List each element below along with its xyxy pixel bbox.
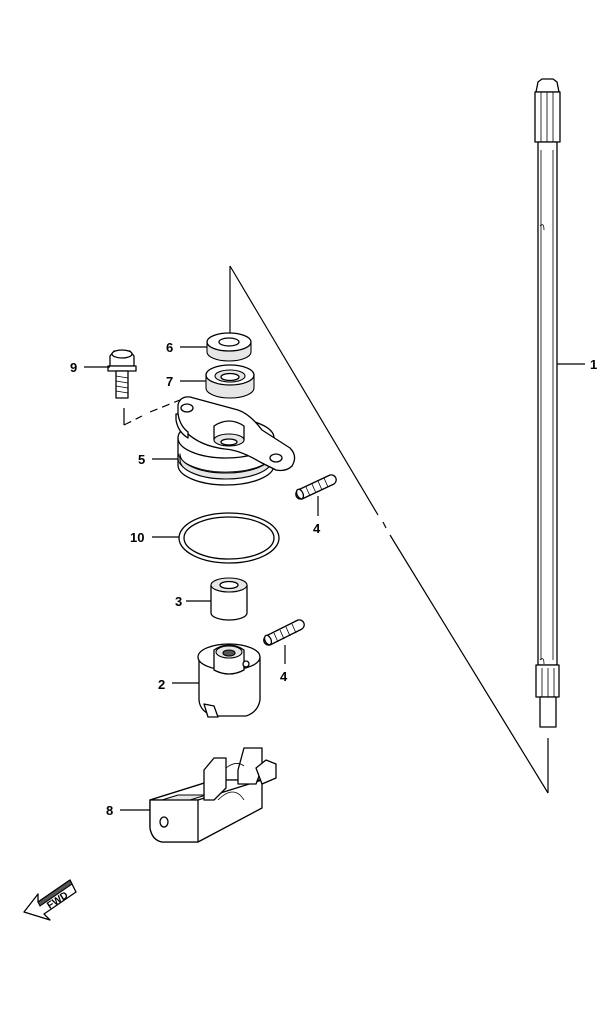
callout-2: 2	[158, 677, 165, 692]
pin-part-4-upper	[295, 474, 337, 516]
washer-part-6	[180, 332, 252, 362]
pin-part-4-lower	[263, 619, 305, 664]
callout-3: 3	[175, 594, 182, 609]
callout-4-lower: 4	[280, 669, 288, 684]
callout-5: 5	[138, 452, 145, 467]
collar-part-3	[186, 577, 248, 621]
callout-9: 9	[70, 360, 77, 375]
assembly-bracket-lines	[229, 265, 549, 794]
fwd-direction-arrow: FWD	[23, 879, 77, 921]
housing-part-5	[152, 396, 296, 486]
o-ring-part-10	[152, 512, 280, 564]
callout-7: 7	[166, 374, 173, 389]
shift-cam-part-2	[172, 643, 261, 718]
shift-shaft-part-1	[534, 78, 585, 728]
shift-slider-part-8	[120, 747, 277, 843]
callout-10: 10	[130, 530, 144, 545]
callout-8: 8	[106, 803, 113, 818]
callout-4-upper: 4	[313, 521, 321, 536]
callout-6: 6	[166, 340, 173, 355]
oil-seal-part-7	[180, 364, 255, 399]
bolt-part-9	[84, 349, 186, 426]
callout-1: 1	[590, 357, 597, 372]
